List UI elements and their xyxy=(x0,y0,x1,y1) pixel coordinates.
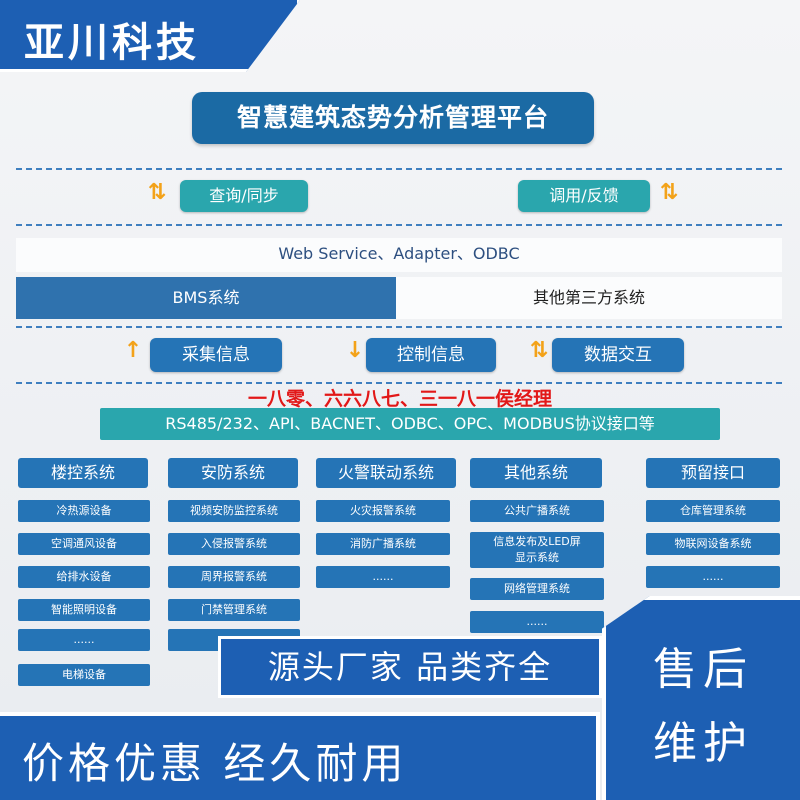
list-item: ...... xyxy=(646,566,780,588)
contact-overlay: 一八零、六六八七、三一八一侯经理 xyxy=(247,388,552,410)
exchange-arrow-icon: ⇅ xyxy=(529,338,549,363)
promo-after-sales-line2: 维护 xyxy=(653,718,753,769)
list-item: 入侵报警系统 xyxy=(168,533,300,555)
promo-source-banner: 源头厂家 品类齐全 xyxy=(218,636,602,698)
divider-dashed-3 xyxy=(16,326,782,328)
third-party-band: 其他第三方系统 xyxy=(396,277,782,319)
list-item: 视频安防监控系统 xyxy=(168,500,300,522)
bms-system-band: BMS系统 xyxy=(16,277,396,319)
column-head-other-systems: 其他系统 xyxy=(470,458,602,488)
list-item: 公共广播系统 xyxy=(470,500,604,522)
platform-title: 智慧建筑态势分析管理平台 xyxy=(192,92,594,144)
list-item: ...... xyxy=(18,629,150,651)
list-item: 给排水设备 xyxy=(18,566,150,588)
list-item: 冷热源设备 xyxy=(18,500,150,522)
list-item: 物联网设备系统 xyxy=(646,533,780,555)
list-item: ...... xyxy=(470,611,604,633)
feedback-arrow-icon: ⇅ xyxy=(659,180,679,205)
list-item: 仓库管理系统 xyxy=(646,500,780,522)
control-info-box: 控制信息 xyxy=(366,338,496,372)
data-exchange-box: 数据交互 xyxy=(552,338,684,372)
list-item: ...... xyxy=(316,566,450,588)
collect-arrow-icon: ↑ xyxy=(123,338,143,363)
protocol-bar: RS485/232、API、BACNET、ODBC、OPC、MODBUS协议接口… xyxy=(100,408,720,440)
promo-after-sales-banner: 售后 维护 xyxy=(602,596,800,800)
query-sync-box: 查询/同步 xyxy=(180,180,308,212)
column-head-fire-alarm: 火警联动系统 xyxy=(316,458,456,488)
service-band: Web Service、Adapter、ODBC xyxy=(16,238,782,272)
column-head-security: 安防系统 xyxy=(168,458,298,488)
divider-dashed-1 xyxy=(16,168,782,170)
column-head-reserved-interface: 预留接口 xyxy=(646,458,780,488)
call-feedback-box: 调用/反馈 xyxy=(518,180,650,212)
column-head-building-control: 楼控系统 xyxy=(18,458,148,488)
sync-arrow-icon: ⇅ xyxy=(147,180,167,205)
brand-banner: 亚川科技 xyxy=(0,0,300,72)
divider-dashed-2 xyxy=(16,224,782,226)
list-item: 网络管理系统 xyxy=(470,578,604,600)
promo-after-sales-line1: 售后 xyxy=(653,644,753,695)
promo-price-banner: 价格优惠 经久耐用 xyxy=(0,712,600,800)
list-item: 空调通风设备 xyxy=(18,533,150,555)
collect-info-box: 采集信息 xyxy=(150,338,282,372)
list-item: 信息发布及LED屏 显示系统 xyxy=(470,532,604,568)
list-item: 周界报警系统 xyxy=(168,566,300,588)
list-item: 消防广播系统 xyxy=(316,533,450,555)
list-item: 火灾报警系统 xyxy=(316,500,450,522)
list-item: 门禁管理系统 xyxy=(168,599,300,621)
list-item: 智能照明设备 xyxy=(18,599,150,621)
control-arrow-icon: ↓ xyxy=(345,338,365,363)
divider-dashed-4 xyxy=(16,382,782,384)
list-item: 电梯设备 xyxy=(18,664,150,686)
